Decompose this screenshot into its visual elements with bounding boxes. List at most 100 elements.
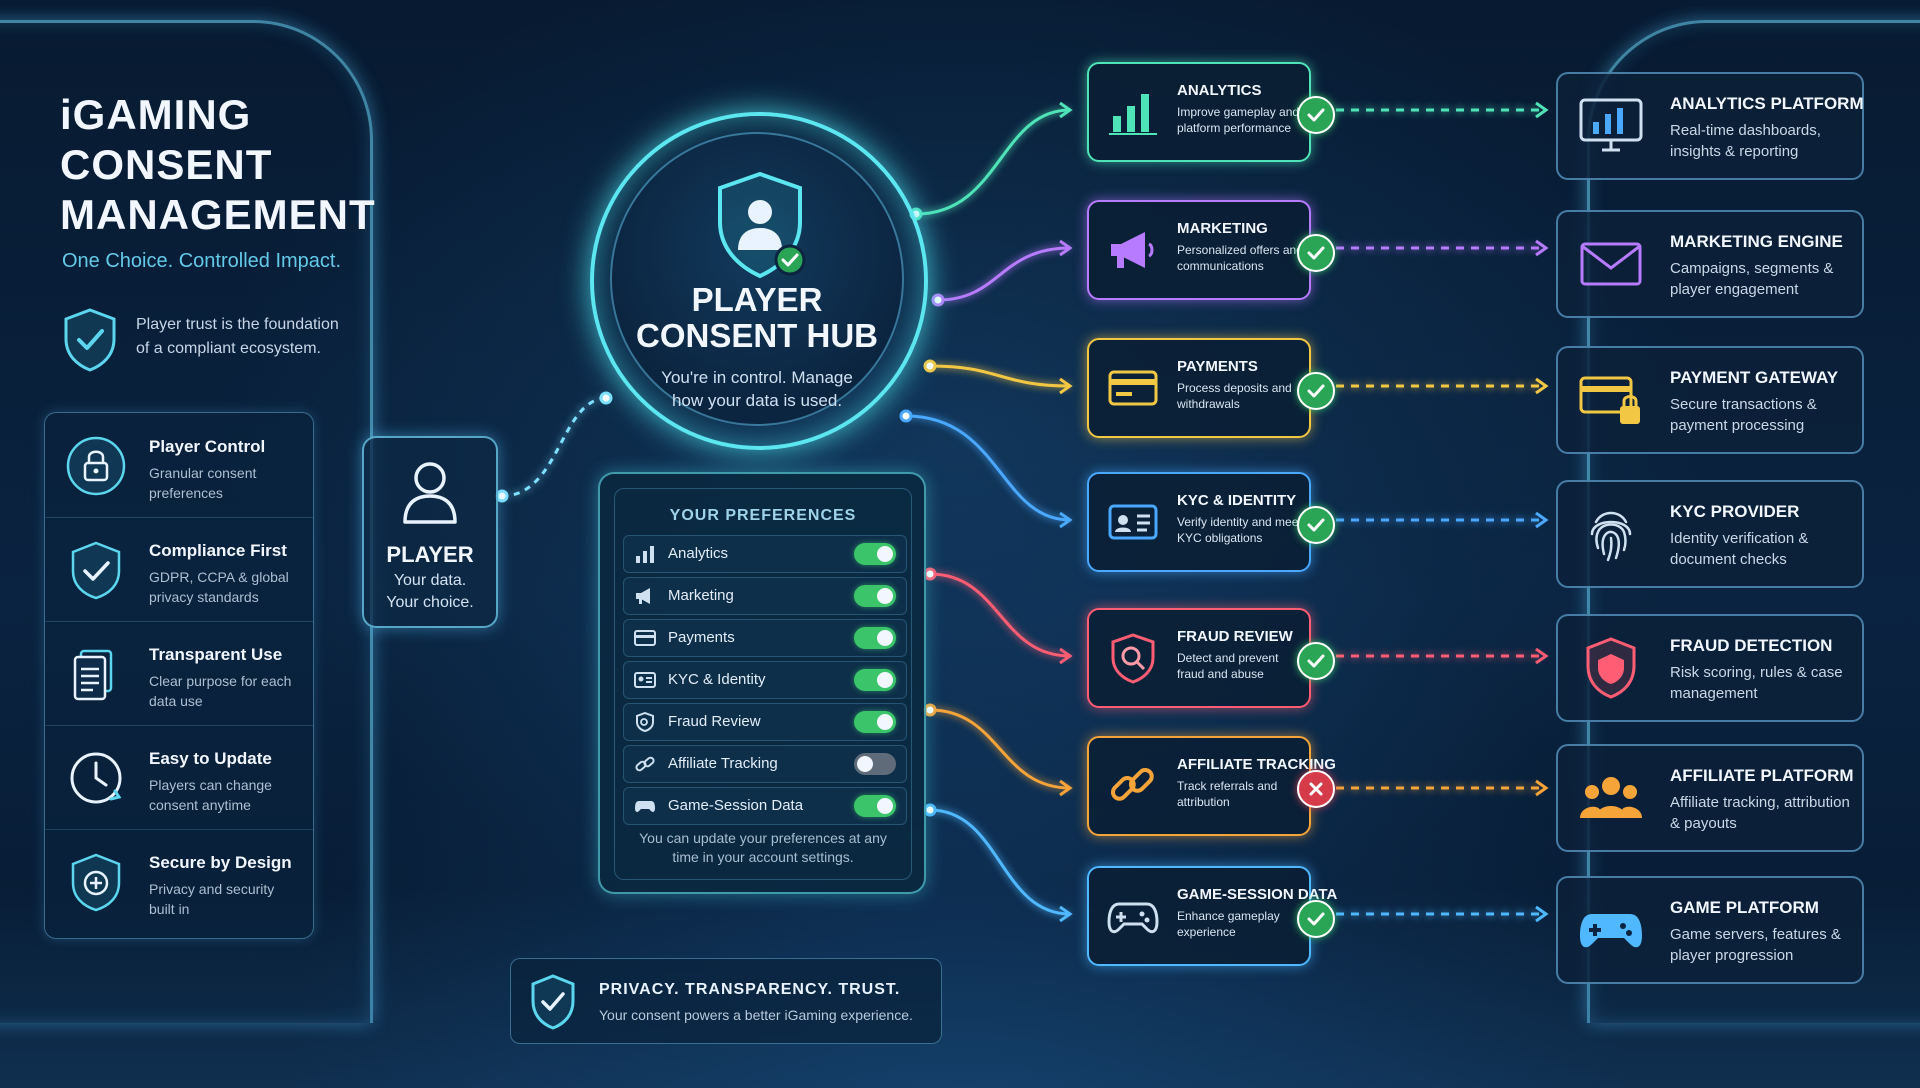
toggle-knob: [877, 798, 893, 814]
system-desc: Real-time dashboards, insights & reporti…: [1670, 122, 1821, 160]
system-card-analytics-platform: ANALYTICS PLATFORM Real-time dashboards,…: [1556, 72, 1864, 180]
preferences-inner: YOUR PREFERENCES Analytics Marketing Pay…: [614, 488, 912, 880]
x-icon: [1309, 782, 1323, 796]
analytics-toggle[interactable]: [854, 543, 896, 565]
toggle-knob: [877, 546, 893, 562]
system-desc: Secure transactions & payment processing: [1670, 396, 1817, 434]
megaphone-icon: [636, 588, 650, 604]
player-title: PLAYER: [386, 542, 474, 567]
feature-title: Transparent Use: [149, 645, 283, 664]
hub-to-purpose-link-1: [937, 246, 1071, 302]
arrowhead: [1059, 239, 1073, 257]
toggle-knob: [877, 588, 893, 604]
arrowhead: [1535, 511, 1549, 529]
system-title: AFFILIATE PLATFORM: [1670, 766, 1854, 785]
trust-statement-block: Player trust is the foundation of a comp…: [62, 305, 362, 395]
pref-row-payments[interactable]: Payments: [623, 619, 907, 657]
pref-row-affiliate[interactable]: Affiliate Tracking: [623, 745, 907, 783]
system-title: ANALYTICS PLATFORM: [1670, 94, 1864, 113]
toggle-knob: [877, 714, 893, 730]
arrowhead: [1059, 101, 1073, 119]
hub-to-purpose-link-6: [929, 808, 1071, 916]
feature-title: Compliance First: [149, 541, 287, 560]
arrowhead: [1535, 779, 1549, 797]
envelope-icon: [1580, 242, 1642, 286]
link-node: [923, 567, 937, 581]
megaphone-icon: [1111, 232, 1154, 268]
pref-row-analytics[interactable]: Analytics: [623, 535, 907, 573]
system-card-kyc-provider: KYC PROVIDER Identity verification & doc…: [1556, 480, 1864, 588]
feature-player-control: Player Control Granular consent preferen…: [45, 413, 313, 518]
purpose-title: AFFILIATE TRACKING: [1177, 756, 1336, 773]
system-card-payment-gateway: PAYMENT GATEWAY Secure transactions & pa…: [1556, 346, 1864, 454]
shield-check-icon: [71, 541, 121, 600]
footer-banner: PRIVACY. TRANSPARENCY. TRUST. Your conse…: [510, 958, 942, 1044]
check-icon: [1307, 384, 1325, 398]
pref-row-game-session[interactable]: Game-Session Data: [623, 787, 907, 825]
purpose-desc: Improve gameplay and platform performanc…: [1177, 105, 1300, 135]
pref-row-kyc[interactable]: KYC & Identity: [623, 661, 907, 699]
purpose-title: FRAUD REVIEW: [1177, 628, 1293, 645]
shield-plus-icon: [71, 853, 121, 912]
fraud-review-toggle[interactable]: [854, 711, 896, 733]
bar-chart-icon: [636, 546, 654, 563]
purpose-card-kyc: KYC & IDENTITY Verify identity and meet …: [1087, 472, 1311, 572]
status-badge-fraud-review: [1297, 642, 1335, 680]
preferences-title: YOUR PREFERENCES: [669, 507, 857, 524]
hub-to-purpose-link-5: [929, 708, 1071, 790]
game-session-toggle[interactable]: [854, 795, 896, 817]
hub-glow-ring: [590, 112, 928, 450]
status-badge-marketing: [1297, 234, 1335, 272]
status-badge-affiliate: [1297, 770, 1335, 808]
hub-to-purpose-link-0: [915, 108, 1071, 216]
check-icon: [1307, 108, 1325, 122]
pref-row-marketing[interactable]: Marketing: [623, 577, 907, 615]
link-icon: [635, 756, 655, 772]
purpose-desc: Enhance gameplay experience: [1177, 909, 1280, 939]
kyc-toggle[interactable]: [854, 669, 896, 691]
lock-icon: [66, 436, 126, 496]
hub-title-line2: CONSENT HUB: [635, 317, 878, 354]
gamepad-icon: [1580, 914, 1642, 948]
feature-desc: Players can change consent anytime: [149, 777, 272, 813]
arrowhead: [1059, 647, 1073, 665]
affiliate-toggle[interactable]: [854, 753, 896, 775]
pref-row-fraud-review[interactable]: Fraud Review: [623, 703, 907, 741]
system-title: MARKETING ENGINE: [1670, 232, 1843, 251]
card-lock-icon: [1579, 376, 1640, 424]
link-node: [931, 293, 945, 307]
payments-toggle[interactable]: [854, 627, 896, 649]
check-icon: [1307, 518, 1325, 532]
purpose-card-payments: PAYMENTS Process deposits and withdrawal…: [1087, 338, 1311, 438]
purpose-card-game-session: GAME-SESSION DATA Enhance gameplay exper…: [1087, 866, 1337, 966]
purpose-card-fraud-review: FRAUD REVIEW Detect and prevent fraud an…: [1087, 608, 1311, 708]
id-card-icon: [634, 672, 656, 688]
player-card: PLAYER Your data. Your choice.: [362, 436, 498, 628]
arrowhead: [1059, 779, 1073, 797]
pref-label: Marketing: [668, 587, 734, 604]
feature-transparent-use: Transparent Use Clear purpose for each d…: [45, 621, 313, 726]
hub-to-purpose-link-4: [929, 572, 1071, 658]
fraud-search-icon: [636, 712, 654, 732]
gamepad-icon: [635, 801, 655, 812]
feature-desc: Clear purpose for each data use: [149, 673, 292, 709]
shield-user-icon: [718, 171, 806, 279]
arrowhead: [1059, 511, 1073, 529]
link-node: [923, 803, 937, 817]
feature-title: Player Control: [149, 437, 266, 456]
marketing-toggle[interactable]: [854, 585, 896, 607]
link-node: [923, 703, 937, 717]
hub-title: PLAYER CONSENT HUB: [612, 282, 902, 354]
arrowhead: [1059, 905, 1073, 923]
purpose-title: MARKETING: [1177, 220, 1268, 237]
user-icon: [403, 462, 457, 524]
pref-label: Analytics: [668, 545, 729, 562]
pref-label: Affiliate Tracking: [668, 755, 778, 772]
link-node: [495, 489, 509, 503]
system-desc: Identity verification & document checks: [1670, 530, 1809, 568]
fraud-search-icon: [1111, 633, 1155, 684]
system-card-marketing-engine: MARKETING ENGINE Campaigns, segments & p…: [1556, 210, 1864, 318]
arrowhead: [1535, 101, 1549, 119]
purpose-card-affiliate: AFFILIATE TRACKING Track referrals and a…: [1087, 736, 1336, 836]
